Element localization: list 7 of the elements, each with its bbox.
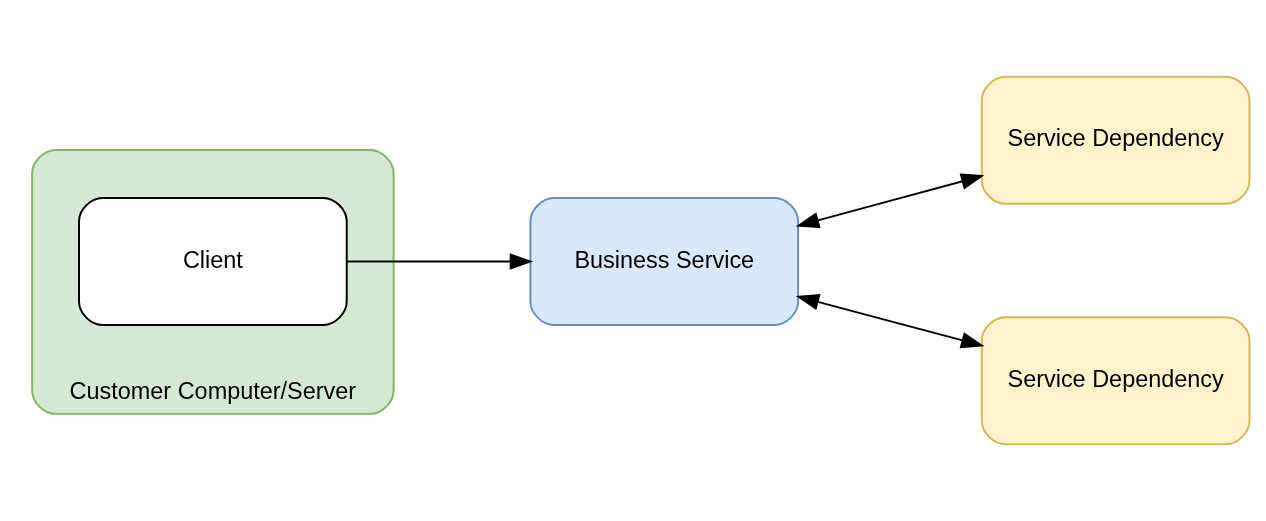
arrow [346,253,534,270]
node-box: Service Dependency [980,316,1251,446]
arrow [795,173,985,229]
node-box: Business Service [529,197,800,326]
node-box: Client [78,197,348,326]
arrow [795,294,985,349]
node-box: Service Dependency [980,75,1251,205]
